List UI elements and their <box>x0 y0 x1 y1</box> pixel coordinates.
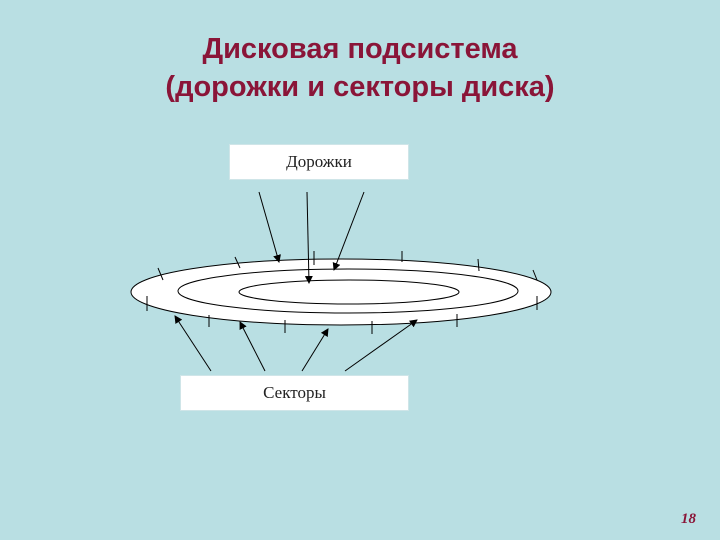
tracks-arrows <box>258 191 365 284</box>
sectors-arrow-1 <box>174 315 212 372</box>
sectors-label: Секторы <box>263 383 326 402</box>
tracks-arrow-1 <box>258 191 281 263</box>
tracks-label: Дорожки <box>286 152 352 171</box>
tracks-arrow-2 <box>304 191 313 284</box>
sectors-label-box: Секторы <box>180 375 409 411</box>
page-number: 18 <box>681 511 696 527</box>
slide-title: Дисковая подсистема (дорожки и секторы д… <box>0 30 720 106</box>
tracks-arrow-3 <box>332 191 365 271</box>
sectors-arrow-3 <box>301 328 329 372</box>
sector-ticks-bottom <box>146 296 538 334</box>
sectors-arrows <box>174 315 418 372</box>
sectors-arrow-4 <box>344 319 418 372</box>
disk-inner-track <box>238 279 460 305</box>
tracks-label-box: Дорожки <box>229 144 409 180</box>
title-line-2: (дорожки и секторы диска) <box>165 71 555 103</box>
sectors-arrow-2 <box>239 321 266 372</box>
title-line-1: Дисковая подсистема <box>202 33 518 65</box>
sector-ticks-top <box>157 251 538 281</box>
